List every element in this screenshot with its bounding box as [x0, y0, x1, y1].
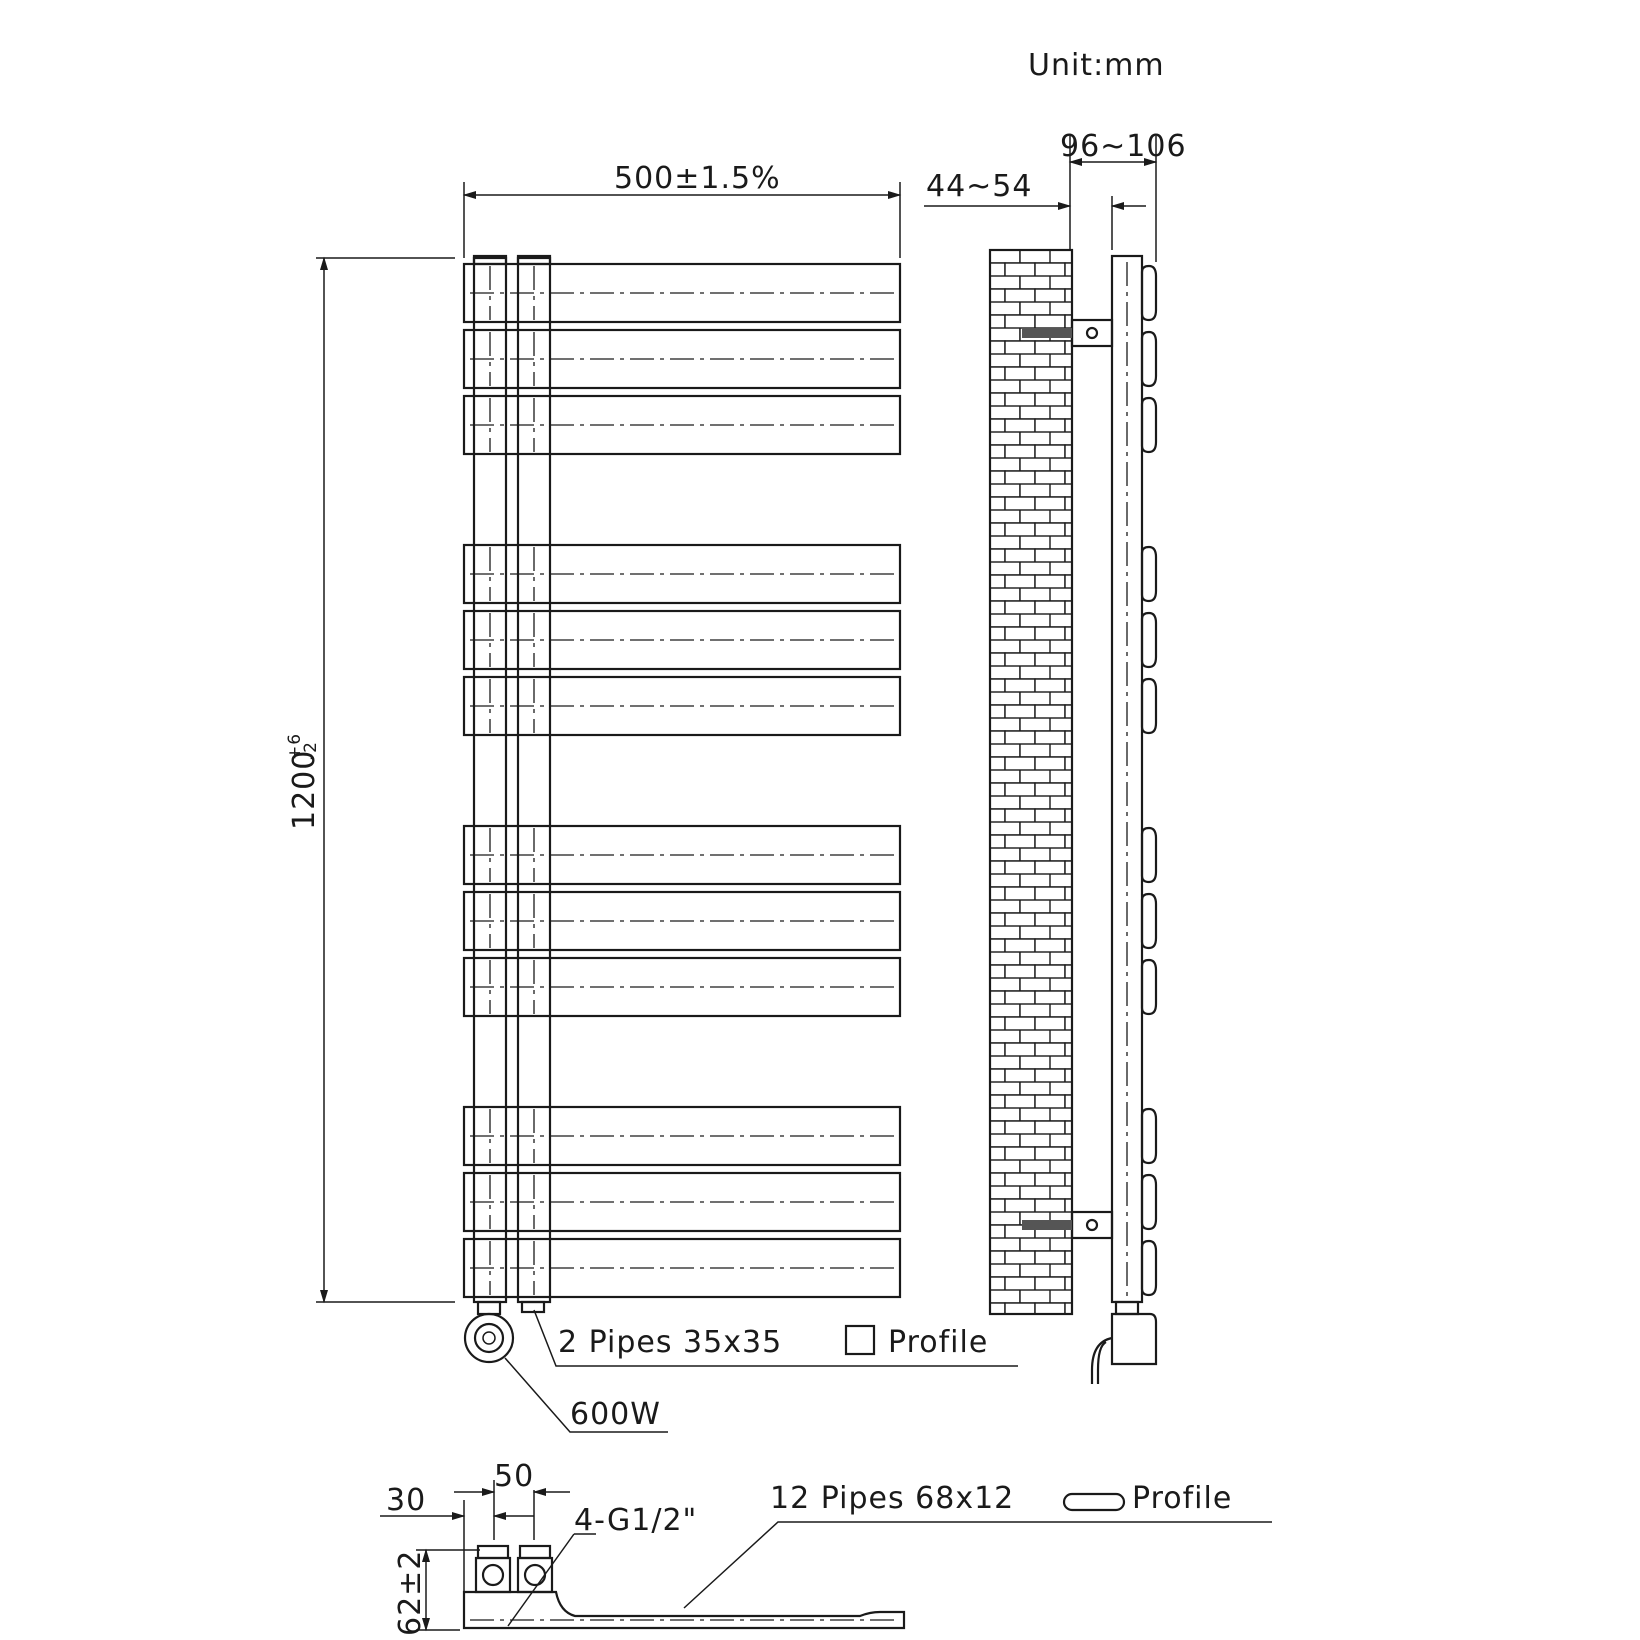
bar-profiles-side: [1140, 264, 1158, 1297]
horizontal-bar: [462, 1171, 902, 1233]
connections-label: 4-G1/2": [574, 1503, 697, 1538]
bottom-view: 30 50 62±2 4-G1/2" 12 Pipes 68x12 Profil…: [380, 1459, 1272, 1636]
horizontal-bar: [462, 609, 902, 671]
flat-profile-icon: [1062, 1492, 1126, 1512]
horizontal-bar: [462, 262, 902, 324]
width-dimension-label: 500±1.5%: [614, 161, 781, 196]
brick-wall: [988, 248, 1074, 1316]
bar-profile-tab: [1140, 264, 1158, 322]
horizontal-pipes-label: 12 Pipes 68x12: [770, 1481, 1014, 1516]
element-power-label: 600W: [570, 1397, 661, 1432]
bar-profile-tab: [1140, 1239, 1158, 1297]
horizontal-bar: [462, 890, 902, 952]
horizontal-bar: [462, 675, 902, 737]
svg-text:1200: 1200: [287, 750, 322, 830]
horizontal-profile-label: Profile: [1132, 1481, 1232, 1516]
pipe-spacing-label: 50: [494, 1459, 534, 1494]
heating-element-icon: [463, 1300, 515, 1364]
unit-label: Unit:mm: [1028, 48, 1165, 83]
inlet-offset-label: 30: [386, 1483, 426, 1518]
riser-profile-label: Profile: [888, 1325, 988, 1360]
heating-element-side-view: [1090, 1300, 1158, 1384]
connection-leader-line: [507, 1533, 575, 1627]
height-dimension-label: 1200 +6 -2: [285, 733, 322, 830]
horizontal-bars: [462, 262, 902, 1299]
square-profile-icon: [844, 1324, 876, 1356]
horizontal-bar: [462, 1237, 902, 1299]
bar-profile-tab: [1140, 677, 1158, 735]
bar-profile-tab: [1140, 1107, 1158, 1165]
inlet-valve-left: [474, 1544, 512, 1594]
horizontal-bar: [462, 394, 902, 456]
bottom-valve-connection: [520, 1300, 546, 1314]
svg-text:+6: +6: [285, 733, 305, 760]
inlet-height-label: 62±2: [393, 1550, 428, 1636]
svg-text:-2: -2: [301, 741, 321, 760]
front-view: 500±1.5% 1200 +6 -2 2 Pipes 35x35 Profil: [285, 161, 1018, 1433]
side-view: 44~54 96~106: [924, 129, 1187, 1384]
wall-gap-label: 44~54: [926, 169, 1032, 204]
horizontal-bar: [462, 956, 902, 1018]
total-depth-label: 96~106: [1060, 129, 1187, 164]
bar-profile-tab: [1140, 958, 1158, 1016]
riser-leader-line: [533, 1309, 1018, 1367]
bar-profile-tab: [1140, 1173, 1158, 1231]
bar-profile-tab: [1140, 611, 1158, 669]
horizontal-bar: [462, 543, 902, 605]
bar-profile-tab: [1140, 545, 1158, 603]
bar-profile-tab: [1140, 396, 1158, 454]
bar-profile-tab: [1140, 826, 1158, 884]
horizontal-bar: [462, 824, 902, 886]
bar-leader-line: [683, 1521, 1272, 1609]
element-leader-line: [504, 1357, 668, 1433]
riser-pipes-label: 2 Pipes 35x35: [558, 1325, 782, 1360]
bar-profile-tab: [1140, 330, 1158, 388]
horizontal-bar: [462, 328, 902, 390]
horizontal-bar: [462, 1105, 902, 1167]
bottom-bar-profile: [462, 1590, 906, 1630]
inlet-valve-right: [516, 1544, 554, 1594]
bar-profile-tab: [1140, 892, 1158, 950]
